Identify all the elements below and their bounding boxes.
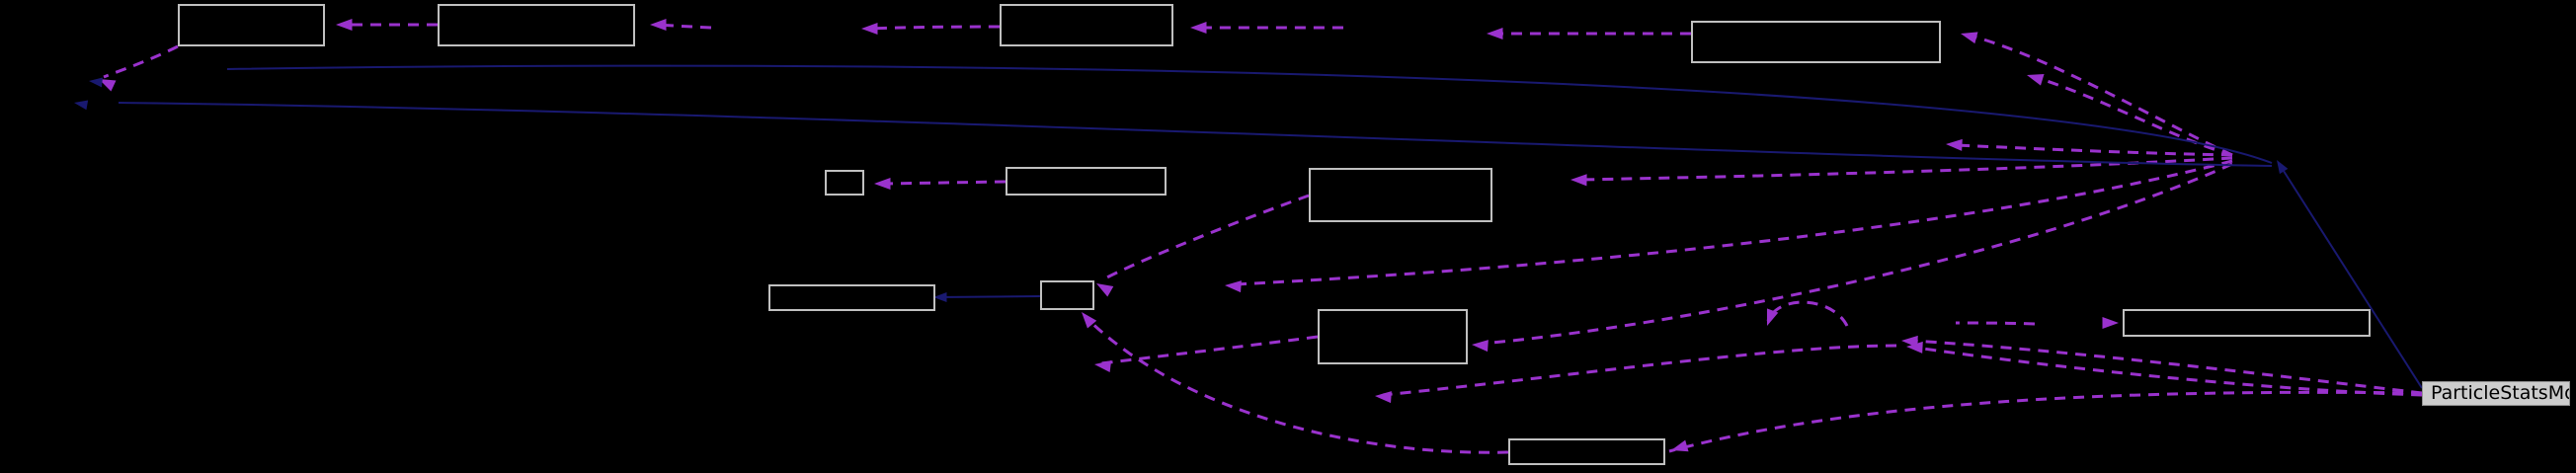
graph-edge-arrowhead (1472, 340, 1489, 353)
graph-edge (1234, 159, 2233, 286)
graph-edge-arrowhead (1375, 391, 1392, 404)
graph-edge (883, 180, 1006, 186)
graph-edge-arrowhead (1570, 174, 1587, 187)
graph-node[interactable] (825, 170, 864, 196)
graph-edge (934, 295, 1041, 298)
graph-edge-arrowhead (1190, 21, 1207, 35)
graph-edge-arrowhead (2277, 160, 2289, 175)
graph-edge-arrowhead (89, 77, 103, 88)
graph-edge (118, 102, 2273, 167)
graph-edge (1382, 344, 1897, 397)
graph-edge-arrowhead (1906, 341, 1923, 354)
graph-node[interactable] (1000, 4, 1173, 46)
graph-node[interactable] (438, 4, 635, 46)
graph-node[interactable] (1318, 309, 1468, 364)
graph-node[interactable] (1040, 280, 1094, 310)
graph-edge (656, 23, 712, 30)
graph-edge-arrowhead (861, 22, 878, 36)
graph-edge (868, 25, 1001, 31)
graph-node[interactable] (1691, 21, 1941, 63)
graph-edge-arrowhead (2102, 316, 2119, 330)
graph-node[interactable] (178, 4, 325, 46)
graph-edge (103, 44, 179, 79)
graph-edge (1955, 143, 2233, 157)
graph-node[interactable] (1006, 167, 1167, 196)
graph-edge-arrowhead (336, 18, 353, 32)
graph-edge (2034, 75, 2233, 157)
graph-edge-arrowhead (1096, 283, 1114, 297)
graph-edge-arrowhead (1487, 27, 1503, 40)
graph-node[interactable] (1309, 168, 1492, 222)
graph-edge-arrowhead (1671, 439, 1689, 452)
graph-edge-arrowhead (1946, 138, 1963, 151)
graph-edge (1955, 321, 2036, 326)
graph-edge-arrowhead (1961, 32, 1978, 44)
graph-edge-arrowhead (650, 18, 667, 32)
graph-edge-arrowhead (1082, 312, 1097, 329)
graph-edge (1481, 162, 2233, 346)
graph-edge-arrowhead (1766, 308, 1779, 326)
graph-edge (1766, 300, 1849, 327)
graph-edge (1915, 346, 2423, 397)
graph-edge (1085, 316, 1509, 454)
graph-edge (1970, 34, 2233, 157)
graph-node-focus[interactable]: ParticleStatsModule (2422, 381, 2570, 406)
graph-node[interactable] (1508, 438, 1665, 465)
graph-edge (1100, 194, 1310, 282)
graph-edge-arrowhead (2027, 74, 2045, 86)
graph-edge-arrowhead (933, 292, 947, 302)
graph-node-label: ParticleStatsModule (2431, 382, 2569, 404)
graph-node[interactable] (768, 284, 935, 311)
graph-edge-arrowhead (1225, 280, 1242, 293)
graph-edge-arrowhead (874, 177, 891, 191)
graph-edge-arrowhead (1094, 360, 1112, 373)
graph-edge-arrowhead (74, 100, 89, 111)
graph-edge (2281, 167, 2423, 389)
graph-edge (1579, 156, 2233, 182)
graph-edge (226, 64, 2273, 164)
graph-node[interactable] (2123, 309, 2371, 337)
graph-edge (1668, 390, 2423, 453)
graph-edge (1910, 339, 2423, 395)
graph-edge (1100, 335, 1319, 365)
graph-edge-arrowhead (99, 79, 117, 92)
